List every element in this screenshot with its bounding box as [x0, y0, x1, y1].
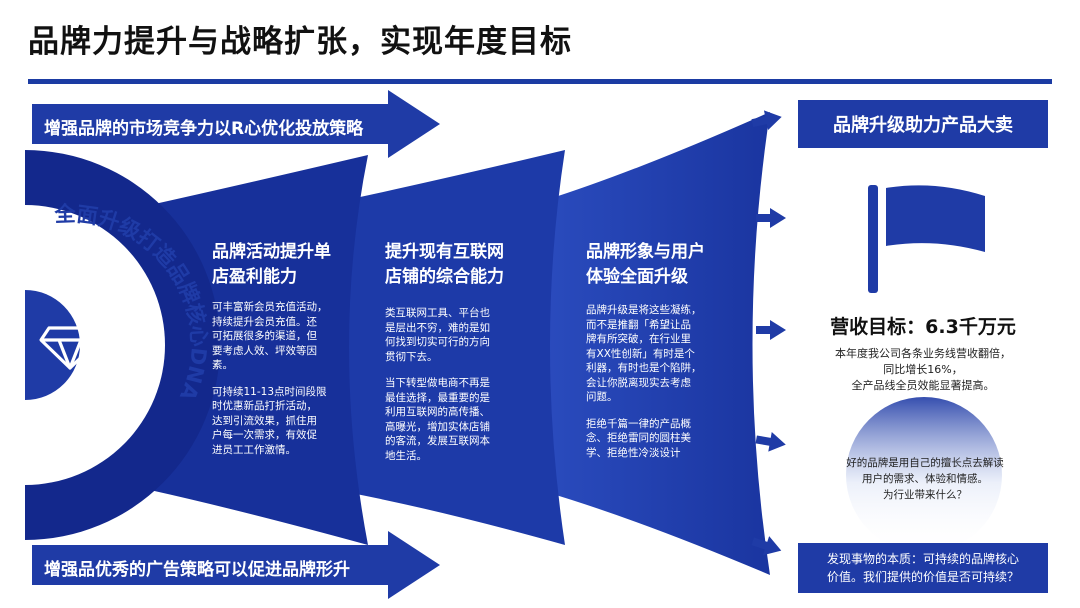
text-line: 本年度我公司各条业务线营收翻倍，	[835, 347, 1011, 360]
text-line: 当下转型做电商不再是	[385, 377, 490, 389]
core-inner-disc	[25, 290, 80, 400]
arrow-right-icon	[751, 536, 782, 556]
text-line: 品牌形象与用户	[586, 242, 705, 262]
arrow-right-icon	[756, 208, 786, 228]
text-line: 发现事物的本质：可持续的品牌核心	[826, 552, 1019, 566]
arrow-right-icon	[755, 431, 786, 452]
core-label: 全面升级打造品牌核心DNA	[53, 202, 211, 405]
funnel-segment-3	[546, 112, 770, 575]
brand-insight-text: 好的品牌是用自己的擅长点去解读 用户的需求、体验和情感。 为行业带来什么？	[820, 455, 1030, 503]
text-line: 问题。	[586, 391, 618, 403]
text-line: 念、拒绝雷同的圆柱美	[586, 432, 691, 444]
text-line: 达到引流效果，抓住用	[212, 414, 317, 427]
column-2-text: 类互联网工具、平台也 是层出不穷，难的是如 何找到切实可行的方向 贯彻下去。 当…	[385, 306, 490, 475]
text-line: 提升现有互联网	[385, 242, 504, 262]
text-line: 体验全面升级	[586, 267, 688, 287]
text-line: 是层出不穷，难的是如	[385, 321, 490, 334]
text-line: 素。	[212, 359, 233, 371]
text-line: 可拓展很多的渠道，但	[212, 330, 317, 342]
page-title: 品牌力提升与战略扩张，实现年度目标	[28, 24, 572, 60]
text-line: 可持续11-13点时间段限	[212, 385, 327, 398]
product-upgrade-box: 品牌升级助力产品大卖	[798, 100, 1048, 148]
text-line: 为行业带来什么？	[883, 489, 967, 501]
arrow-right-icon	[756, 320, 786, 340]
text-line: 时优惠新品打折活动，	[212, 400, 317, 412]
svg-text:全面升级打造品牌核心DNA: 全面升级打造品牌核心DNA	[53, 202, 211, 405]
text-line: 好的品牌是用自己的擅长点去解读	[846, 457, 1004, 469]
text-line: 店铺的综合能力	[385, 267, 504, 287]
text-line: 拒绝千篇一律的产品概	[586, 417, 691, 430]
text-line: 的客流，发展互联网本	[385, 435, 490, 447]
text-line: 要考虑人效、坪效等因	[212, 344, 317, 357]
text-line: 同比增长16%，	[883, 363, 963, 376]
text-line: 用户的需求、体验和情感。	[862, 473, 988, 485]
arrow-right-icon	[751, 110, 782, 130]
text-line: 高曝光，增加实体店铺	[385, 420, 490, 433]
text-line: 利用互联网的高传播、	[385, 406, 490, 418]
text-line: 店盈利能力	[212, 267, 297, 287]
diamond-icon	[39, 326, 101, 370]
flag-icon	[868, 185, 985, 293]
revenue-text: 本年度我公司各条业务线营收翻倍， 同比增长16%， 全产品线全员效能显著提高。	[798, 346, 1048, 394]
text-line: 牌有所突破，在行业里	[586, 333, 691, 345]
column-1-text: 可丰富新会员充值活动， 持续提升会员充值。还 可拓展很多的渠道，但 要考虑人效、…	[212, 300, 328, 469]
text-line: 地生活。	[385, 449, 427, 462]
text-line: 可丰富新会员充值活动，	[212, 301, 328, 313]
column-3-title: 品牌形象与用户 体验全面升级	[586, 240, 705, 290]
bottom-banner-text: 增强品优秀的广告策略可以促进品牌形升	[44, 560, 350, 580]
title-underline	[28, 79, 1052, 84]
text-line: 贯彻下去。	[385, 350, 438, 363]
text-line: 品牌活动提升单	[212, 242, 331, 262]
funnel-segment-2	[346, 150, 565, 545]
text-line: 进员工工作激情。	[212, 443, 296, 456]
text-line: 全产品线全员效能显著提高。	[851, 379, 995, 392]
text-line: 而不是推翻「希望让品	[586, 318, 691, 331]
text-line: 利器，有时也是个陷阱，	[586, 362, 702, 374]
text-line: 户每一次需求，有效促	[212, 429, 317, 441]
text-line: 会让你脱离现实去考虑	[586, 376, 691, 389]
funnel-segment-1	[150, 155, 368, 545]
text-line: 持续提升会员充值。还	[212, 315, 317, 328]
top-banner-text: 增强品牌的市场竞争力以R心优化投放策略	[44, 119, 364, 139]
value-question-box: 发现事物的本质：可持续的品牌核心 价值。我们提供的价值是否可持续？	[798, 543, 1048, 593]
top-banner-arrow	[32, 90, 440, 158]
revenue-title: 营收目标：6.3千万元	[830, 316, 1016, 338]
text-line: 类互联网工具、平台也	[385, 307, 490, 319]
column-1-title: 品牌活动提升单 店盈利能力	[212, 240, 331, 290]
text-line: 品牌升级是将这些凝练，	[586, 304, 702, 316]
text-line: 价值。我们提供的价值是否可持续？	[826, 570, 1019, 584]
text-line: 有XX性创新」有时是个	[586, 347, 695, 360]
glow-circle	[846, 397, 1002, 553]
column-2-title: 提升现有互联网 店铺的综合能力	[385, 240, 504, 290]
bottom-banner-arrow	[32, 531, 440, 599]
text-line: 学、拒绝性冷淡设计	[586, 446, 681, 459]
text-line: 何找到切实可行的方向	[385, 336, 490, 348]
column-3-text: 品牌升级是将这些凝练， 而不是推翻「希望让品 牌有所突破，在行业里 有XX性创新…	[586, 303, 702, 472]
text-line: 最佳选择，最重要的是	[385, 391, 490, 404]
